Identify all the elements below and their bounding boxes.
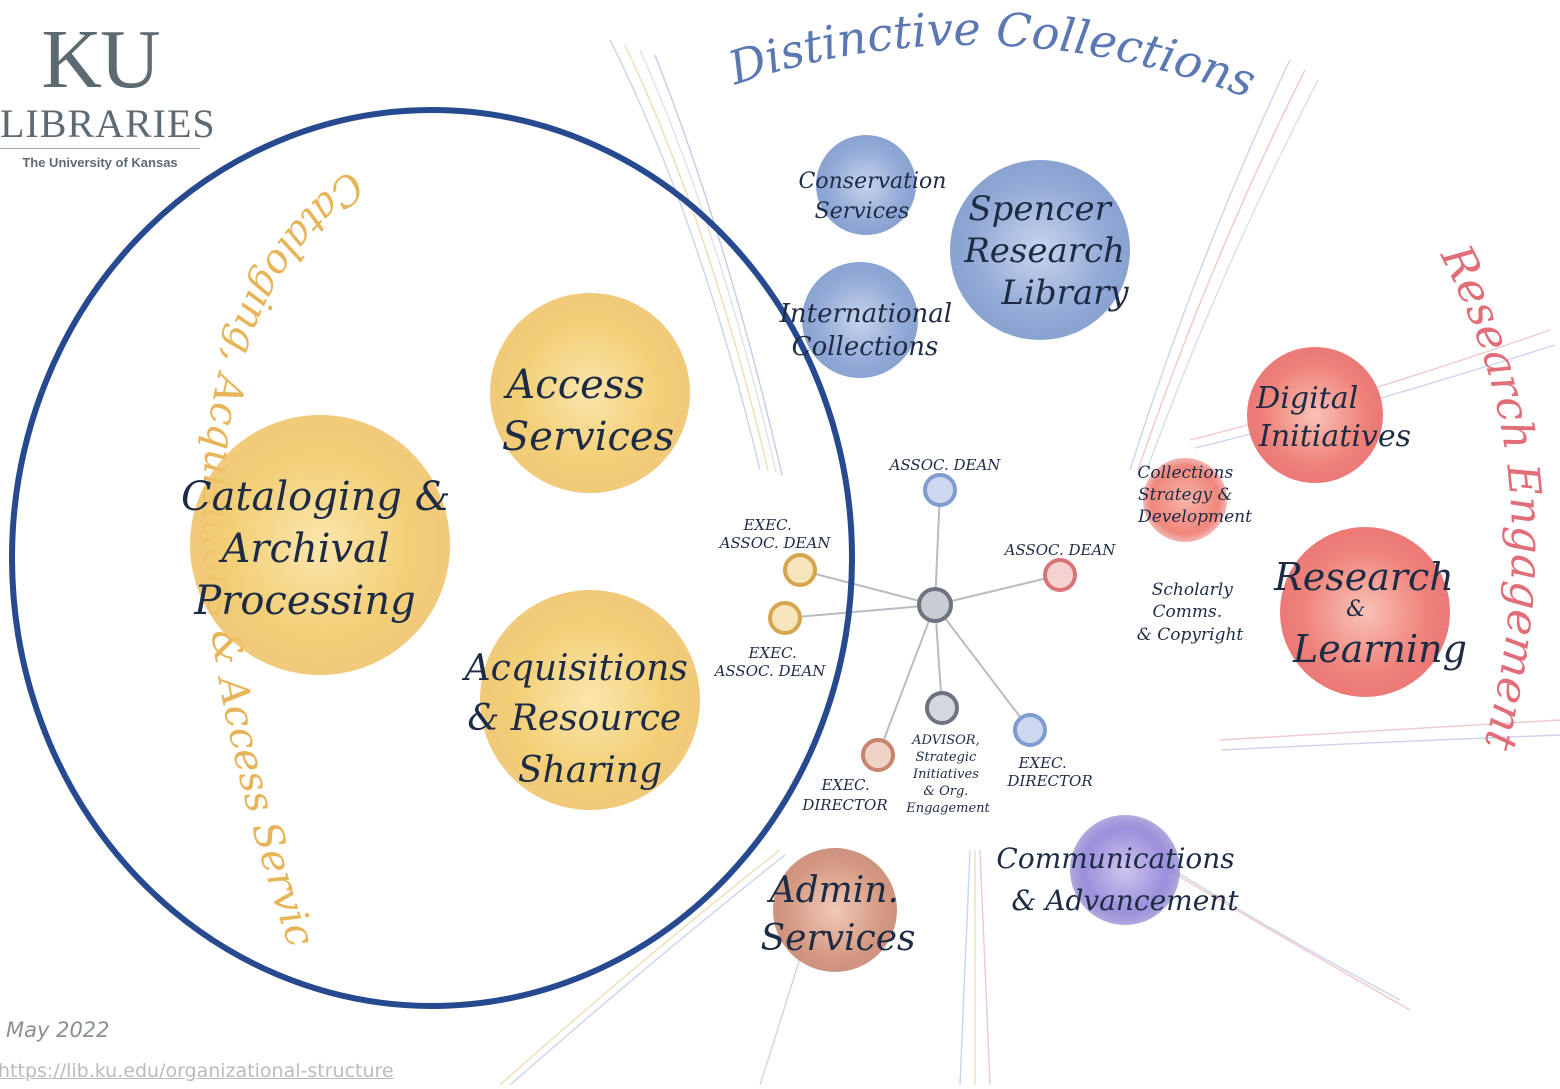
label-spencer: Spencer Research Library — [963, 189, 1136, 313]
label-international: International Collections — [779, 299, 961, 362]
role-assoc-dean-top: ASSOC. DEAN — [888, 456, 1002, 474]
arc-title-distinctive-collections: Distinctive Collections — [721, 2, 1263, 109]
label-conservation: Conservation Services — [799, 169, 954, 224]
exec-assoc-dean-1-node — [783, 553, 817, 587]
label-digital-initiatives: Digital Initiatives — [1255, 381, 1411, 454]
logo-university: The University of Kansas — [22, 155, 178, 170]
role-exec-assoc-dean-1: EXEC. ASSOC. DEAN — [718, 516, 832, 552]
arc-title-research-engagement: Research Engagement — [1430, 236, 1552, 756]
collections-strategy-circle — [1143, 458, 1227, 542]
footer-date: May 2022 — [6, 1018, 110, 1042]
label-access-services: Access Services — [502, 362, 674, 460]
advisor-node — [925, 691, 959, 725]
highlight-circle — [9, 107, 855, 1009]
international-circle — [802, 262, 918, 378]
role-exec-director-left: EXEC. DIRECTOR — [801, 776, 887, 814]
access-services-circle — [490, 293, 690, 493]
label-communications: Communications & Advancement — [996, 842, 1243, 917]
assoc-dean-right-node — [1043, 558, 1077, 592]
connector-lines — [784, 489, 1061, 756]
logo-libraries: LIBRARIES — [0, 102, 215, 149]
label-collections-strategy: Collections Strategy & Development — [1137, 463, 1252, 527]
admin-services-circle — [773, 848, 897, 972]
role-assoc-dean-right: ASSOC. DEAN — [1003, 541, 1117, 559]
cataloging-circle — [190, 415, 450, 675]
label-cataloging: Cataloging & Archival Processing — [181, 474, 463, 624]
communications-circle — [1070, 815, 1180, 925]
role-exec-director-right: EXEC. DIRECTOR — [1006, 754, 1092, 790]
acquisitions-circle — [480, 590, 700, 810]
exec-director-left-node — [861, 738, 895, 772]
role-exec-assoc-dean-2: EXEC. ASSOC. DEAN — [713, 644, 827, 680]
dean-node — [917, 587, 953, 623]
exec-director-right-node — [1013, 713, 1047, 747]
research-learning-circle — [1280, 527, 1450, 697]
label-research-learning: Research & Learning — [1273, 555, 1467, 671]
label-acquisitions: Acquisitions & Resource Sharing — [462, 648, 700, 791]
logo-ku: KU — [41, 13, 160, 106]
conservation-circle — [816, 135, 916, 235]
role-nodes — [768, 473, 1077, 772]
unit-circles — [190, 135, 1450, 972]
role-advisor: ADVISOR, Strategic Initiatives & Org. En… — [905, 733, 990, 816]
exec-assoc-dean-2-node — [768, 601, 802, 635]
ku-libraries-logo: KU LIBRARIES The University of Kansas — [0, 13, 215, 170]
assoc-dean-top-node — [923, 473, 957, 507]
footer-url-link[interactable]: https://lib.ku.edu/organizational-struct… — [0, 1060, 394, 1082]
digital-initiatives-circle — [1247, 347, 1383, 483]
spencer-circle — [950, 160, 1130, 340]
label-admin-services: Admin. Services — [761, 870, 916, 959]
label-scholarly-comms: Scholarly Comms. & Copyright — [1137, 580, 1244, 645]
